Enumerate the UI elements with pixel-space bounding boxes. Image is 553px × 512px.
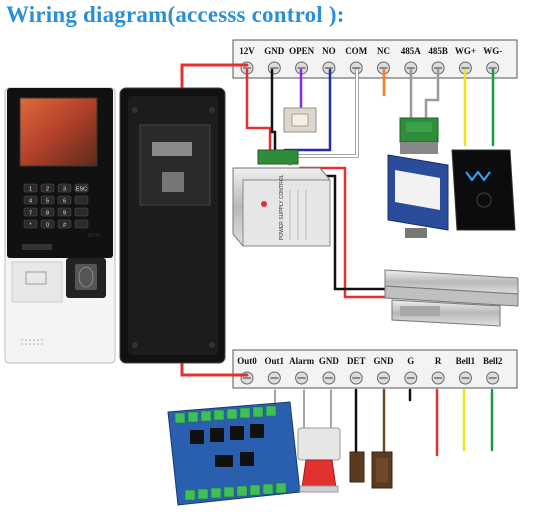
keypad-key xyxy=(40,207,55,217)
keypad-key-label: 5 xyxy=(46,198,49,204)
power-supply-label: POWER SUPPLY CONTROL xyxy=(279,174,285,240)
bottom-terminal-label: DET xyxy=(347,356,366,366)
card-reader-area xyxy=(11,261,63,303)
keypad-key-label: 2 xyxy=(46,186,49,192)
keypad-key xyxy=(57,195,72,205)
terminal-screen xyxy=(19,97,98,167)
power-supply: POWER SUPPLY CONTROL xyxy=(232,149,331,247)
keypad-key xyxy=(23,219,38,229)
access-terminal-front: 1 2 3 ESC 4 5 6 7 8 9 * 0 # M/OK xyxy=(4,87,116,364)
keypad-key-label: 4 xyxy=(29,198,32,204)
keypad-key xyxy=(23,195,38,205)
keypad-key-label: 6 xyxy=(63,198,66,204)
keypad-key-label: 8 xyxy=(46,210,49,216)
wire-12v-to-power xyxy=(245,68,272,162)
keypad-key xyxy=(23,207,38,217)
keypad-key xyxy=(57,219,72,229)
wire-lock-red xyxy=(298,166,387,299)
exit-button xyxy=(283,107,317,133)
bottom-terminal-label: R xyxy=(435,356,442,366)
bottom-terminal-label: Bell2 xyxy=(483,356,503,366)
top-terminal-strip: 12V GND OPEN NO COM NC 485A 485B WG+ WG- xyxy=(232,39,518,79)
top-terminal-label: 485A xyxy=(401,46,422,56)
keypad-key-label: # xyxy=(63,222,67,228)
wire-alarm xyxy=(303,389,317,431)
top-terminal-label: 485B xyxy=(428,46,448,56)
top-terminal-label: NC xyxy=(377,46,390,56)
access-terminal-back xyxy=(119,87,226,364)
top-terminal-label: 12V xyxy=(239,46,255,56)
bottom-terminal-label: Bell1 xyxy=(456,356,476,366)
speaker-grille xyxy=(21,339,43,345)
keypad-key xyxy=(74,183,89,193)
keypad-side-label: M/OK xyxy=(88,233,101,239)
bottom-terminal-label: GND xyxy=(374,356,395,366)
diagram-title: Wiring diagram(accesss control ): xyxy=(6,2,345,27)
wire-485b xyxy=(424,68,440,122)
keypad-key xyxy=(40,183,55,193)
bottom-terminal-label: Out0 xyxy=(237,356,257,366)
top-terminal-label: WG- xyxy=(483,46,502,56)
keypad-key-label: 0 xyxy=(46,222,49,228)
keypad-key xyxy=(74,207,89,217)
keypad-key-label: * xyxy=(29,222,32,228)
rs485-converter xyxy=(387,117,449,238)
keypad-key-label: 1 xyxy=(29,186,32,192)
keypad-key xyxy=(57,183,72,193)
controller-board xyxy=(167,401,301,506)
keypad-key-label: 3 xyxy=(63,186,66,192)
top-terminal-label: NO xyxy=(322,46,336,56)
keypad-key xyxy=(74,219,89,229)
electric-lock xyxy=(384,269,519,327)
bottom-terminal-strip: Out0 Out1 Alarm GND DET GND G R Bell1 Bell2 xyxy=(232,349,518,389)
keypad-key xyxy=(40,195,55,205)
alarm-siren xyxy=(297,427,341,493)
keypad-key-label: 9 xyxy=(63,210,66,216)
keypad-key xyxy=(74,195,89,205)
door-sensor xyxy=(349,451,393,489)
top-terminal-label: OPEN xyxy=(289,46,315,56)
keypad-key xyxy=(23,183,38,193)
card-reader xyxy=(451,149,516,231)
bottom-terminal-label: G xyxy=(407,356,414,366)
top-terminal-label: GND xyxy=(264,46,285,56)
bottom-terminal-label: GND xyxy=(319,356,340,366)
keypad-key xyxy=(40,219,55,229)
top-terminal-label: COM xyxy=(345,46,368,56)
keypad-key-label: ESC xyxy=(76,186,87,192)
top-terminal-label: WG+ xyxy=(455,46,476,56)
wires xyxy=(180,63,495,457)
keypad-key xyxy=(57,207,72,217)
bottom-terminal-label: Alarm xyxy=(289,356,314,366)
bottom-terminal-label: Out1 xyxy=(265,356,285,366)
wire-gnd-alarm xyxy=(321,389,332,431)
keypad-key-label: 7 xyxy=(29,210,32,216)
wire-gnd xyxy=(270,68,277,162)
terminal-keypad: 1 2 3 ESC 4 5 6 7 8 9 * 0 # xyxy=(23,183,89,229)
